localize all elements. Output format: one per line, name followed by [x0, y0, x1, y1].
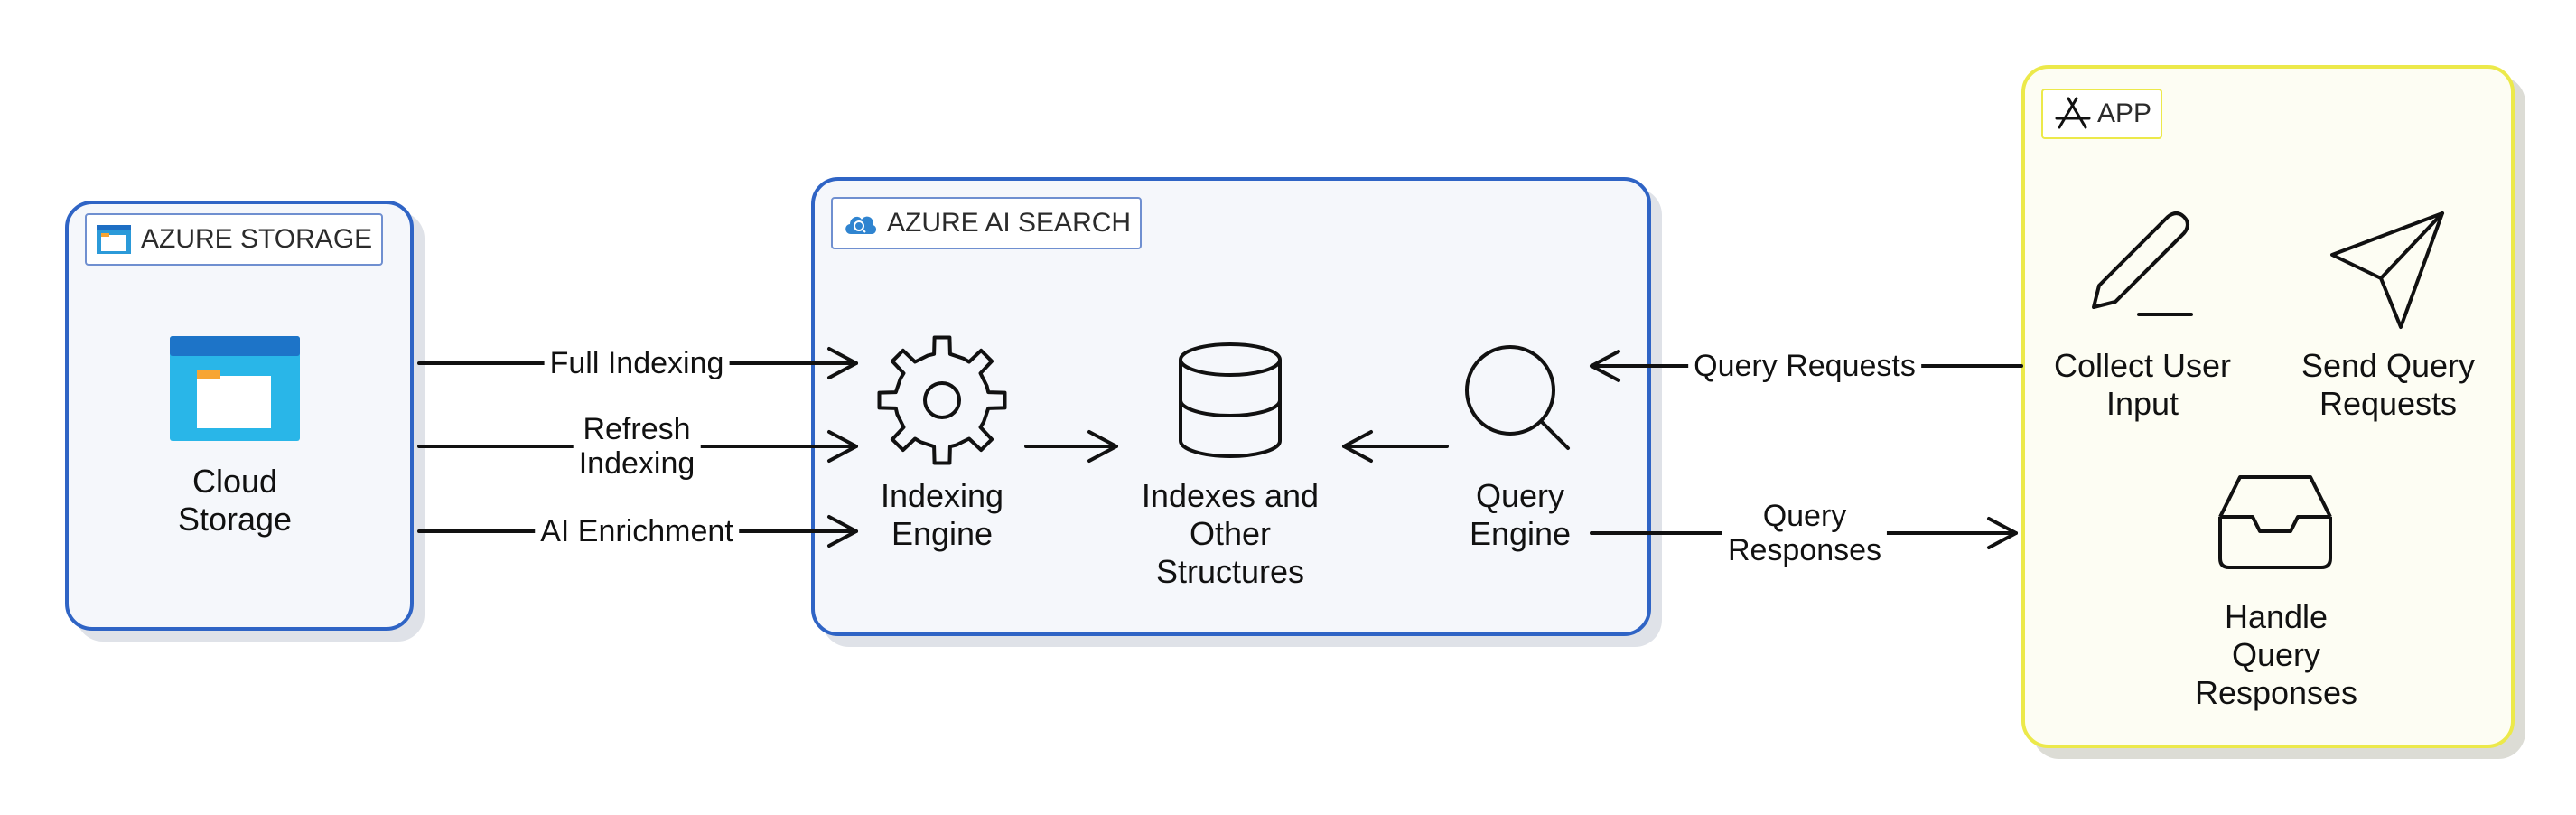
app-store-icon	[2055, 97, 2091, 129]
cloud-storage-icon	[170, 336, 300, 441]
magnifier-icon	[1465, 345, 1570, 450]
pencil-icon	[2092, 211, 2193, 316]
app-group	[2021, 65, 2515, 748]
query-engine-to-indexes-arrow	[1342, 430, 1449, 463]
inbox-tray-icon	[2218, 475, 2332, 569]
app-title: APP	[2097, 98, 2152, 128]
send-query-label: Send Query Requests	[2301, 347, 2476, 422]
database-icon	[1179, 342, 1282, 458]
paper-plane-icon	[2330, 211, 2444, 329]
cloud-search-icon	[845, 216, 877, 234]
indexing-engine-label: Indexing Engine	[880, 477, 1004, 552]
indexing-to-indexes-arrow	[1024, 430, 1118, 463]
collect-input-label: Collect User Input	[2053, 347, 2232, 422]
query-responses-label: Query Responses	[1722, 499, 1888, 567]
azure-ai-search-tag: AZURE AI SEARCH	[831, 197, 1143, 249]
refresh-indexing-label: Refresh Indexing	[573, 412, 701, 481]
query-engine-label: Query Engine	[1469, 477, 1572, 552]
ai-enrichment-label: AI Enrichment	[535, 514, 739, 548]
app-tag: APP	[2041, 89, 2163, 139]
indexes-label: Indexes and Other Structures	[1141, 477, 1320, 590]
cloud-storage-label: Cloud Storage	[177, 463, 293, 538]
storage-window-icon	[97, 225, 131, 254]
gear-icon	[877, 335, 1007, 465]
azure-ai-search-title: AZURE AI SEARCH	[887, 208, 1132, 238]
handle-responses-label: Handle Query Responses	[2194, 598, 2358, 711]
query-requests-label: Query Requests	[1688, 349, 1921, 383]
azure-storage-tag: AZURE STORAGE	[85, 213, 384, 266]
azure-storage-title: AZURE STORAGE	[141, 224, 373, 254]
azure-ai-search-group	[811, 177, 1651, 636]
full-indexing-label: Full Indexing	[544, 346, 730, 380]
